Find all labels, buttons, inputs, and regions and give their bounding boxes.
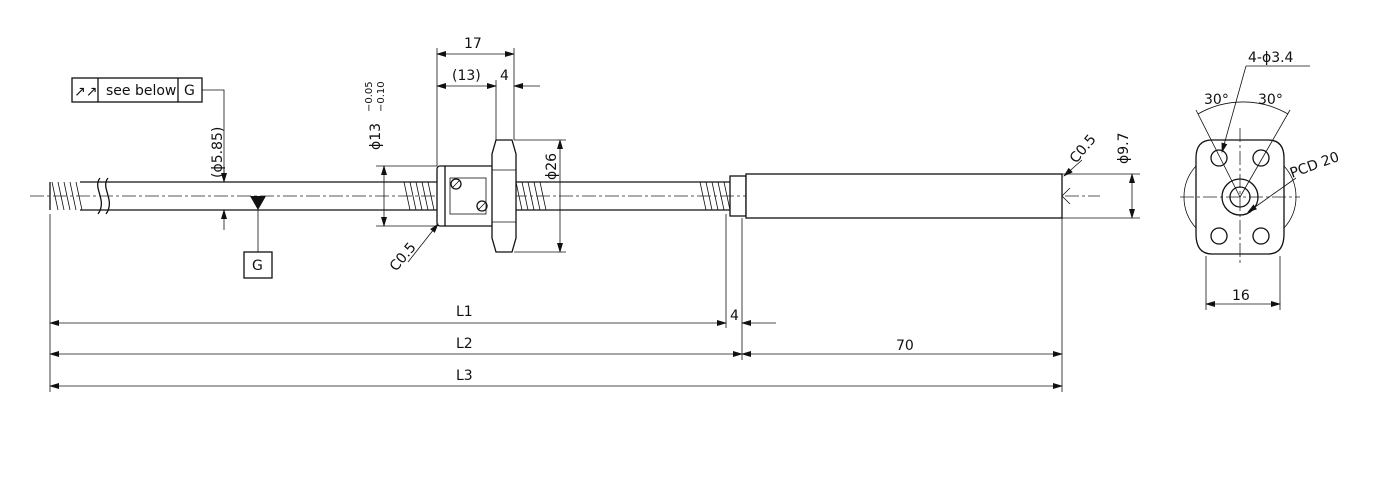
flange-side-view: 30° 30° 4-ϕ3.4 PCD 20 16: [1180, 50, 1342, 310]
shaft-diameter-dim: (ϕ5.85): [210, 127, 227, 230]
dim-17-text: 17: [464, 36, 482, 52]
nut-chamfer-text: C0.5: [387, 240, 420, 275]
ball-nut: [436, 139, 517, 253]
holes-text: 4-ϕ3.4: [1248, 50, 1294, 66]
dim-L2-text: L2: [456, 336, 473, 352]
end-diameter-text: ϕ9.7: [1116, 133, 1132, 165]
length-dimensions: L1 4 L2 70 L3: [49, 214, 1063, 392]
angle-right-text: 30°: [1258, 92, 1283, 108]
nut-tol-lower: −0.10: [376, 81, 387, 112]
datum-g: G: [243, 196, 273, 279]
dim-L3-text: L3: [456, 368, 473, 384]
nut-tol-upper: −0.05: [364, 81, 375, 112]
dim-13-4: (13) 4: [436, 68, 540, 140]
dim-17: 17: [436, 36, 515, 166]
frame-note: see below: [106, 83, 176, 99]
nut-chamfer-note: C0.5: [387, 223, 439, 275]
nut-diameter-dim: ϕ13 −0.05 −0.10: [364, 81, 437, 227]
flange-diameter-dim: ϕ26: [514, 139, 566, 253]
end-chamfer-text: C0.5: [1067, 132, 1100, 167]
dim-13-text: (13): [452, 68, 481, 84]
shaft-diameter-text: (ϕ5.85): [210, 127, 226, 178]
datum-g-label: G: [252, 258, 263, 274]
width-16-text: 16: [1232, 288, 1250, 304]
feature-control-frame: ↗↗ see below G: [71, 77, 225, 182]
dim-70-text: 70: [896, 338, 914, 354]
pcd-text: PCD 20: [1288, 149, 1342, 182]
angle-left-text: 30°: [1204, 92, 1229, 108]
frame-datum-ref: G: [184, 83, 195, 99]
end-journal: ϕ9.7 C0.5: [745, 132, 1140, 219]
dim-L1-text: L1: [456, 304, 473, 320]
dim-4-top-text: 4: [500, 68, 509, 84]
flange-diameter-text: ϕ26: [544, 153, 560, 180]
dim-4-bottom-text: 4: [730, 308, 739, 324]
runout-icon: ↗↗: [74, 84, 97, 100]
nut-diameter-text: ϕ13: [368, 123, 384, 150]
